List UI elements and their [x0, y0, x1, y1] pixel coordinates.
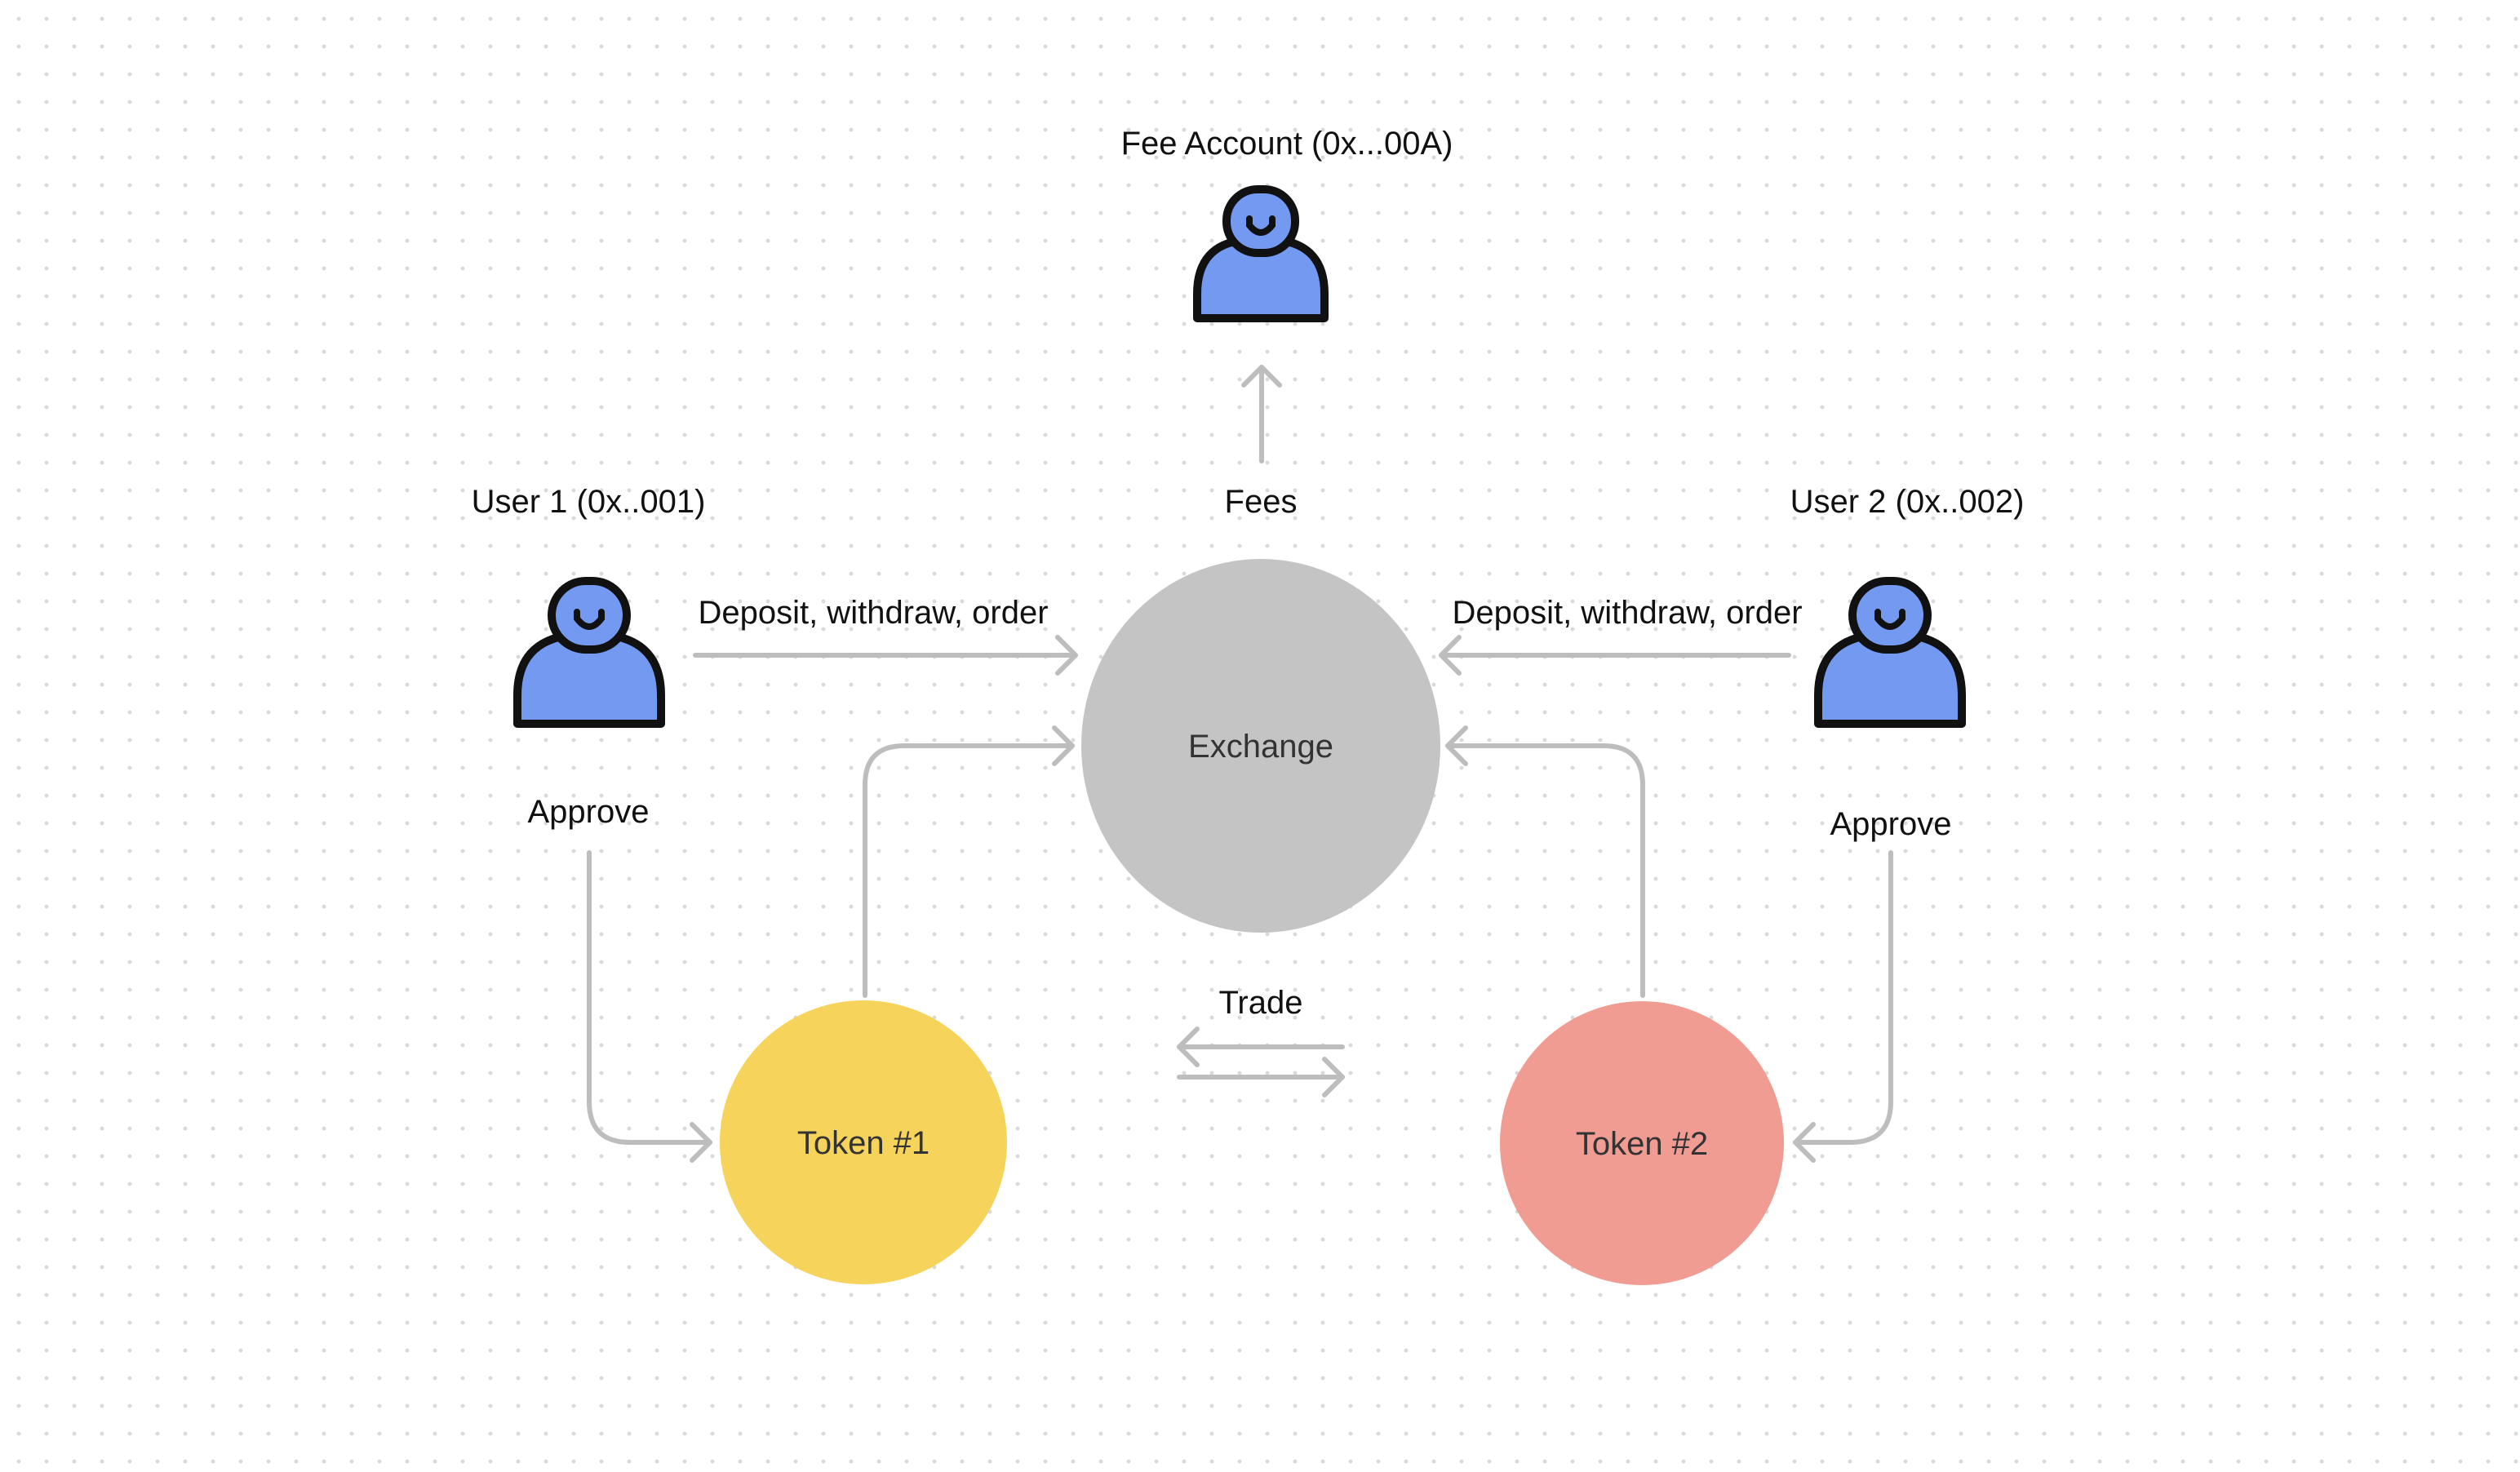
connector-fees — [1241, 365, 1282, 463]
fees-label: Fees — [1225, 484, 1298, 520]
connector-token1-to-exchange — [863, 725, 1075, 998]
user2-person-icon — [1814, 577, 1966, 728]
token2-node — [1500, 1001, 1784, 1285]
connector-trade — [1177, 1026, 1345, 1097]
connector-user2-approve-token2 — [1793, 850, 1893, 1163]
user2-approve-label: Approve — [1830, 806, 1952, 842]
fee-account-person-icon — [1193, 185, 1329, 322]
connector-token2-to-exchange — [1445, 725, 1645, 998]
trade-label: Trade — [1218, 985, 1302, 1021]
token1-label: Token #1 — [797, 1125, 929, 1161]
user1-label: User 1 (0x..001) — [472, 484, 706, 520]
user2-label: User 2 (0x..002) — [1790, 484, 2025, 520]
token1-node — [720, 1000, 1007, 1284]
user1-approve-label: Approve — [528, 794, 650, 830]
user2-exchange-label: Deposit, withdraw, order — [1452, 595, 1802, 631]
connector-user2-to-exchange — [1439, 635, 1791, 676]
exchange-node — [1081, 559, 1440, 933]
connector-user1-to-exchange — [693, 635, 1078, 676]
token2-label: Token #2 — [1576, 1126, 1708, 1162]
exchange-label: Exchange — [1188, 729, 1333, 765]
user1-person-icon — [513, 577, 665, 728]
fee-account-label: Fee Account (0x...00A) — [1121, 126, 1453, 162]
connector-user1-approve-token1 — [587, 850, 712, 1163]
user1-exchange-label: Deposit, withdraw, order — [698, 595, 1048, 631]
